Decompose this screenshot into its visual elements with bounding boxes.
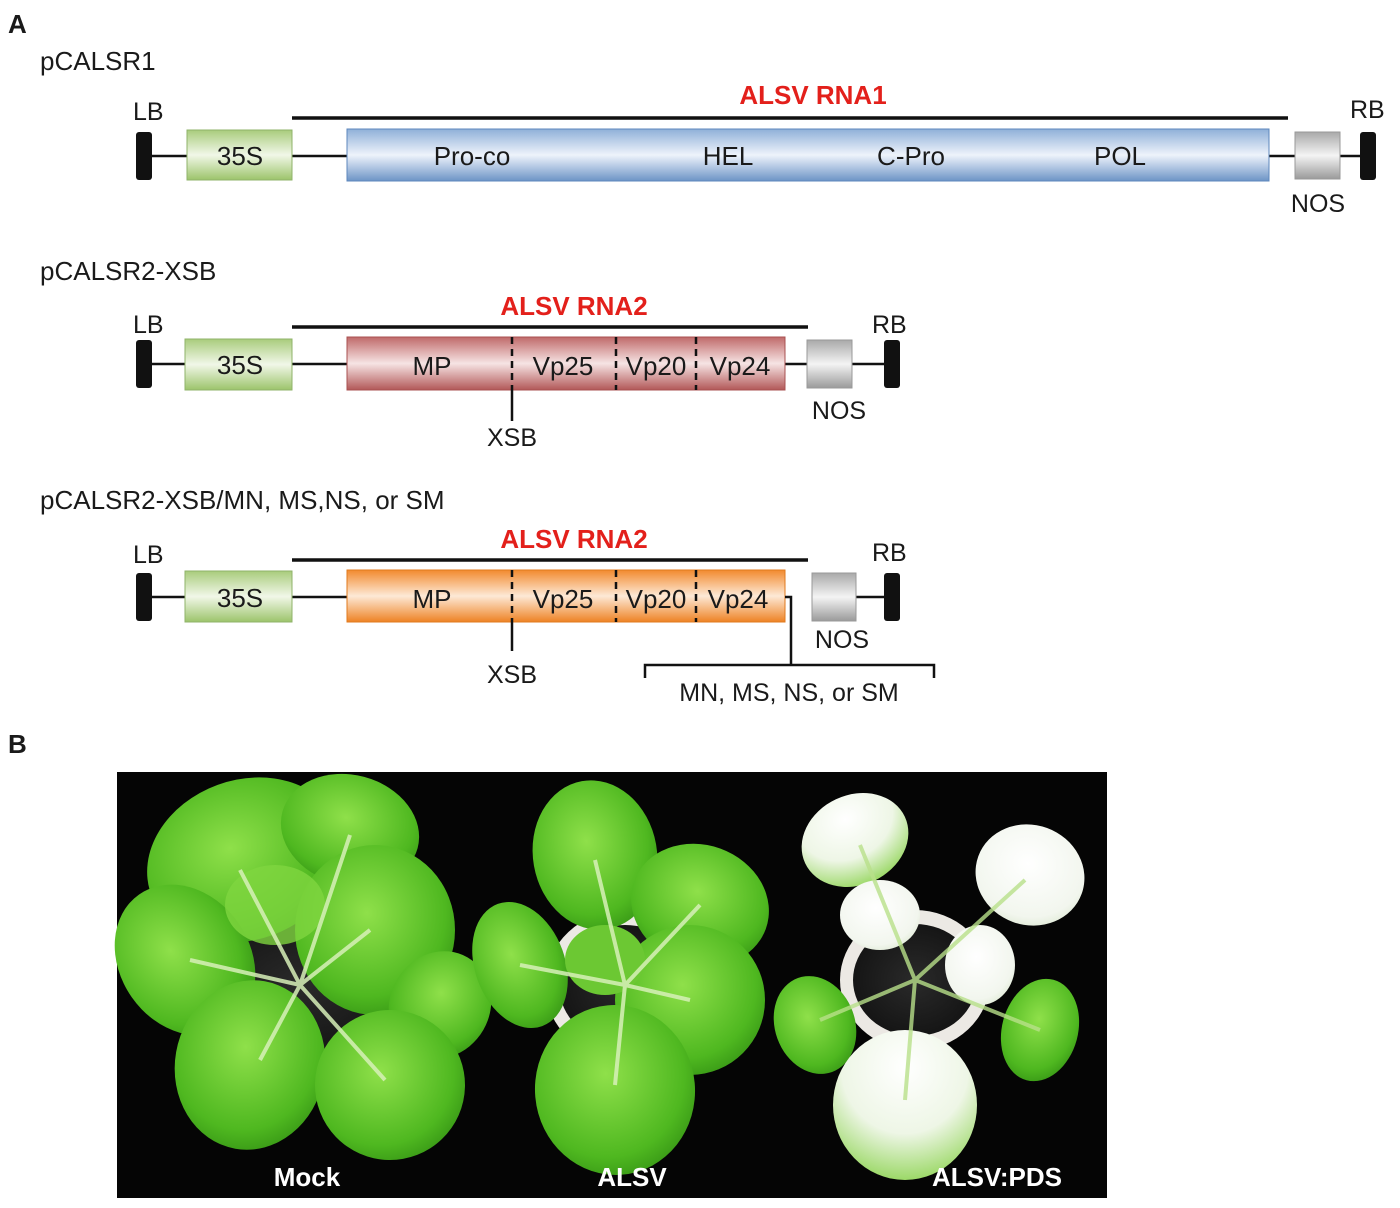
photo-label-mock: Mock [274,1162,341,1192]
panel-b-letter: B [8,729,27,759]
right-border-marker [884,573,900,621]
construct-name: pCALSR2-XSB [40,256,216,286]
segment-vp24: Vp24 [710,351,771,381]
construct-name: pCALSR2-XSB/MN, MS,NS, or SM [40,485,445,515]
segment-vp24: Vp24 [708,584,769,614]
promoter-box [186,129,293,181]
promoter-label: 35S [217,350,263,380]
right-border-label: RB [872,539,907,567]
segment-vp25: Vp25 [533,351,594,381]
segment-c-pro: C-Pro [877,141,945,171]
plant-mock [114,773,492,1160]
right-border-label: RB [872,311,907,339]
promoter-box [184,570,293,623]
promoter-label: 35S [217,141,263,171]
rna2-coding-box [346,569,786,623]
site-label: XSB [487,661,537,689]
terminator-label: NOS [1291,190,1345,218]
left-border-marker [136,132,152,180]
construct-pcalsr2-xsb-variants: pCALSR2-XSB/MN, MS,NS, or SM ALSV RNA2 L… [40,485,936,707]
rna-label: ALSV RNA1 [739,80,886,110]
terminator-box [1294,131,1341,180]
segment-mp: MP [413,351,452,381]
terminator-box [811,572,857,622]
left-border-label: LB [133,98,164,126]
left-border-label: LB [133,311,164,339]
segment-vp25: Vp25 [533,584,594,614]
terminator-label: NOS [812,397,866,425]
segment-mp: MP [413,584,452,614]
rna2-coding-box [346,336,786,391]
segment-vp20: Vp20 [626,584,687,614]
segment-vp20: Vp20 [626,351,687,381]
panel-a-letter: A [8,9,27,39]
promoter-label: 35S [217,583,263,613]
construct-name: pCALSR1 [40,46,156,76]
rna-label: ALSV RNA2 [500,524,647,554]
right-border-label: RB [1350,96,1385,124]
insert-bracket [643,663,936,678]
plant-photo: Mock ALSV ALSV:PDS [114,772,1107,1198]
right-border-marker [884,340,900,388]
construct-pcalsr2-xsb: pCALSR2-XSB ALSV RNA2 LB RB 35S MP Vp25 … [40,256,907,452]
photo-label-alsv: ALSV [597,1162,667,1192]
rna-label: ALSV RNA2 [500,291,647,321]
plant-alsv-pds [773,793,1085,1180]
segment-pro-co: Pro-co [434,141,511,171]
rna1-coding-box [346,128,1270,182]
site-label: XSB [487,424,537,452]
insert-site-pointer [785,595,793,665]
promoter-box [184,338,293,391]
left-border-marker [136,340,152,388]
left-border-marker [136,573,152,621]
segment-pol: POL [1094,141,1146,171]
terminator-box [806,339,853,389]
photo-label-alsv-pds: ALSV:PDS [932,1162,1062,1192]
construct-pcalsr1: pCALSR1 ALSV RNA1 LB RB 35S Pro-co HEL C… [40,46,1385,218]
plant-alsv [472,780,769,1175]
terminator-label: NOS [815,626,869,654]
right-border-marker [1360,132,1376,180]
segment-hel: HEL [703,141,754,171]
insert-label: MN, MS, NS, or SM [679,679,898,707]
left-border-label: LB [133,541,164,569]
